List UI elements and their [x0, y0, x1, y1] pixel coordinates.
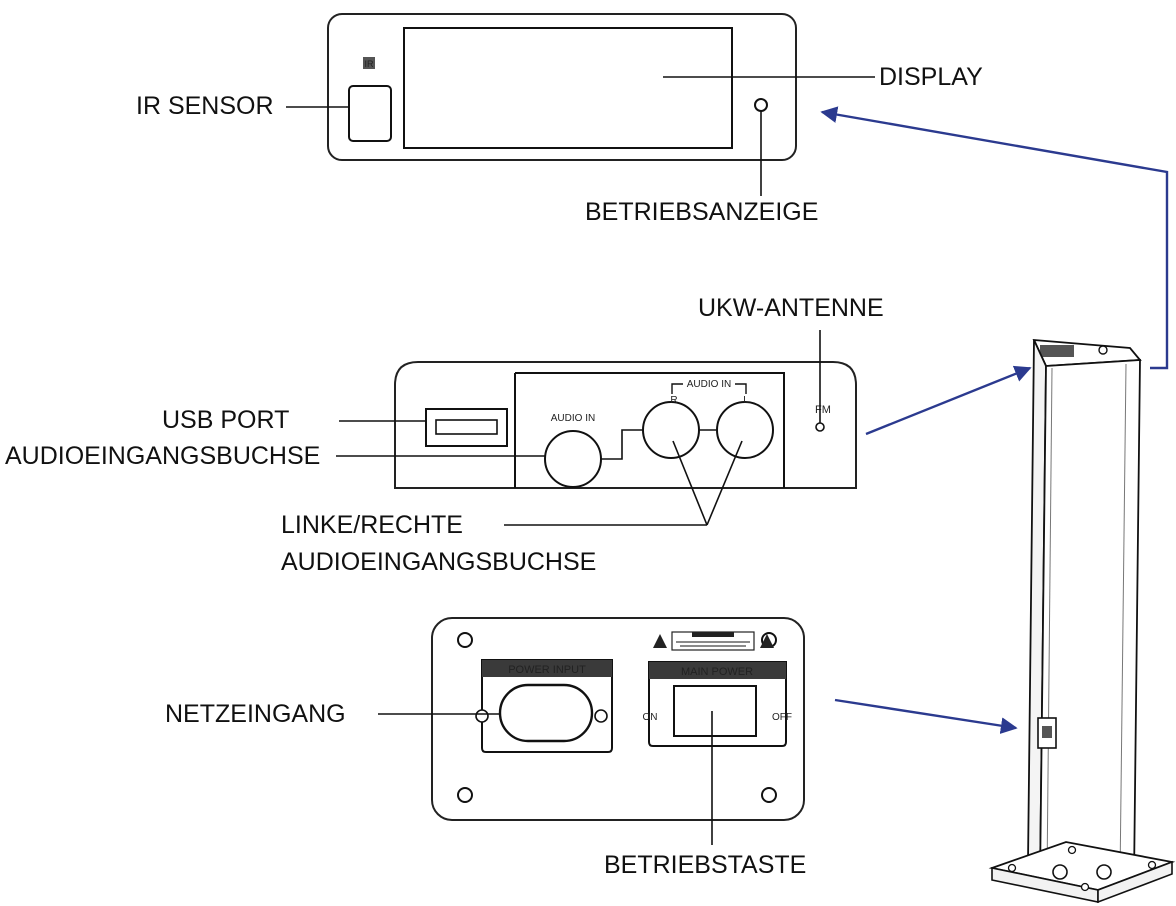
- ir-sensor-window: [348, 85, 392, 142]
- arrow-to-tower-top: [865, 365, 1032, 436]
- aux-input-jack: [544, 430, 602, 488]
- main-power-label: MAIN POWER: [681, 666, 753, 678]
- power-input-socket: [498, 683, 594, 743]
- linke-rechte-label-line2: AUDIOEINGANGSBUCHSE: [281, 548, 597, 576]
- audio-in-label: AUDIO IN: [551, 413, 595, 424]
- display-front-panel: IR: [327, 13, 797, 161]
- ukw-antenne-label: UKW-ANTENNE: [698, 294, 884, 322]
- main-power-switch: [673, 685, 757, 737]
- on-label: ON: [643, 712, 658, 723]
- fm-antenna-socket: [815, 422, 825, 432]
- right-channel-label: R: [670, 395, 677, 406]
- audioeingangsbuchse-label: AUDIOEINGANGSBUCHSE: [5, 442, 321, 470]
- input-panel: AUDIO IN AUDIO IN R L FM: [394, 361, 857, 489]
- power-panel: POWER INPUT MAIN POWER ON OFF: [431, 617, 805, 821]
- power-indicator-led: [754, 98, 768, 112]
- ir-sensor-label: IR SENSOR: [136, 92, 274, 120]
- ir-badge-label: IR: [365, 59, 375, 69]
- speaker-tower: [988, 338, 1176, 904]
- audio-in-right-jack: [642, 401, 700, 459]
- fm-label: FM: [815, 404, 831, 416]
- betriebsanzeige-label: BETRIEBSANZEIGE: [585, 198, 819, 226]
- ir-badge: [363, 57, 375, 69]
- power-input-label: POWER INPUT: [508, 664, 586, 676]
- pointer-arrows: [820, 106, 1169, 734]
- arrow-to-display: [820, 106, 1169, 370]
- audio-in-group-label: AUDIO IN: [687, 379, 731, 390]
- input-callout-lines: [336, 330, 821, 526]
- off-label: OFF: [772, 712, 792, 723]
- netzeingang-label: NETZEINGANG: [165, 700, 346, 728]
- linke-rechte-label: LINKE/RECHTE: [281, 511, 463, 539]
- usb-port-label: USB PORT: [162, 406, 290, 434]
- audio-in-left-jack: [716, 401, 774, 459]
- arrow-to-tower-power: [834, 698, 1018, 734]
- display-label: DISPLAY: [879, 63, 983, 91]
- power-callout-lines: [378, 711, 713, 845]
- display-callout-lines: [286, 76, 875, 196]
- left-channel-label: L: [743, 395, 749, 406]
- betriebstaste-label: BETRIEBSTASTE: [604, 851, 807, 879]
